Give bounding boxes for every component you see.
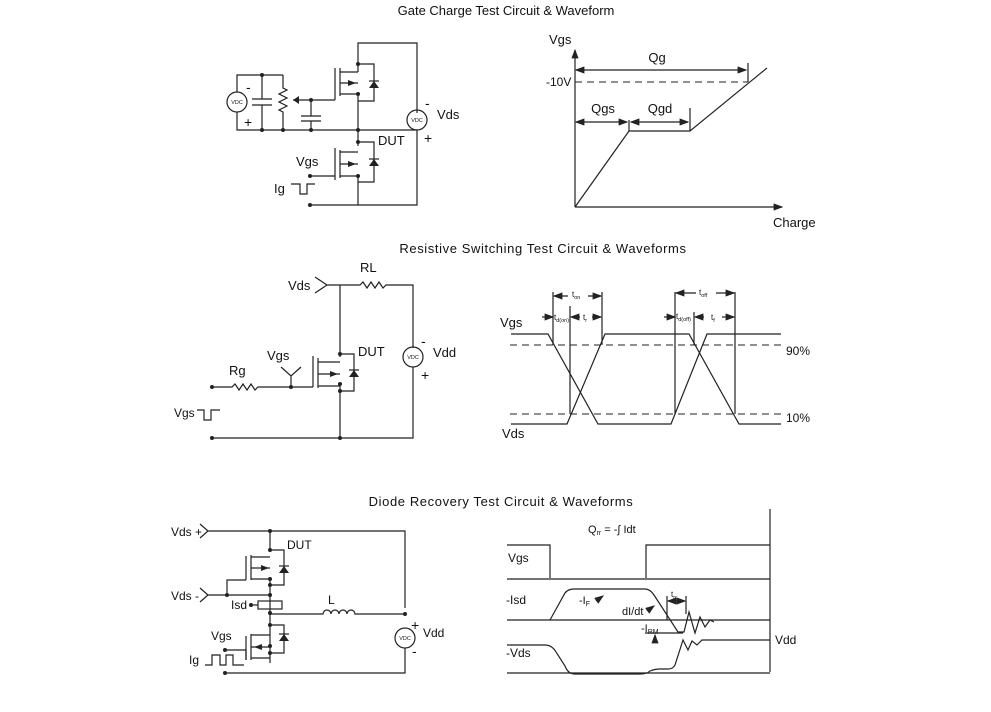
resistive-switching-title: Resistive Switching Test Circuit & Wavef…	[399, 241, 686, 256]
svg-text:Ig: Ig	[274, 181, 285, 196]
svg-text:Vds: Vds	[288, 278, 311, 293]
svg-text:Isd: Isd	[231, 598, 247, 612]
gate-charge-waveform: Vgs Charge -10V Qg Qgs Qgd	[546, 32, 816, 230]
inductor-icon	[270, 609, 405, 615]
svg-text:td(on): td(on)	[554, 313, 569, 324]
diode-recovery-circuit: Vds + DUT Vds - Isd L Vgs Ig	[171, 523, 444, 675]
svg-text:Vgs: Vgs	[500, 315, 523, 330]
pulse-icon	[291, 183, 315, 195]
svg-text:Qgs: Qgs	[591, 101, 615, 116]
pulse-icon	[205, 654, 244, 666]
svg-text:DUT: DUT	[378, 133, 405, 148]
svg-text:VDC: VDC	[399, 636, 411, 642]
resistive-switching-circuit: Vds RL VDC - Vdd + DUT Vgs Rg Vgs	[174, 260, 456, 440]
svg-text:Vgs: Vgs	[549, 32, 572, 47]
svg-text:dI/dt: dI/dt	[622, 606, 643, 618]
svg-text:-Isd: -Isd	[506, 593, 526, 607]
svg-text:10%: 10%	[786, 411, 810, 425]
potentiometer-icon	[277, 75, 289, 130]
svg-text:-IRM: -IRM	[641, 623, 659, 636]
svg-text:Vgs: Vgs	[267, 348, 290, 363]
svg-text:+: +	[411, 617, 419, 633]
diode-recovery-title: Diode Recovery Test Circuit & Waveforms	[369, 494, 634, 509]
svg-text:ton: ton	[572, 290, 580, 301]
svg-text:Vds: Vds	[502, 426, 525, 441]
svg-text:Charge: Charge	[773, 215, 816, 230]
svg-text:VDC: VDC	[231, 100, 243, 106]
svg-text:Qg: Qg	[648, 50, 665, 65]
svg-text:Qgd: Qgd	[648, 101, 673, 116]
svg-text:Rg: Rg	[229, 363, 246, 378]
svg-text:-: -	[421, 333, 426, 349]
svg-text:-Vds: -Vds	[506, 646, 531, 660]
svg-text:-: -	[412, 643, 417, 659]
svg-text:Ig: Ig	[189, 653, 199, 667]
svg-text:DUT: DUT	[287, 538, 312, 552]
svg-text:Qrr= -∫ Idt: Qrr= -∫ Idt	[588, 524, 636, 537]
svg-text:Vds -: Vds -	[171, 589, 199, 603]
svg-text:-: -	[246, 79, 251, 95]
svg-text:VDC: VDC	[407, 355, 419, 361]
svg-text:trr: trr	[671, 590, 677, 601]
svg-text:RL: RL	[360, 260, 377, 275]
svg-text:+: +	[421, 367, 429, 383]
svg-text:DUT: DUT	[358, 344, 385, 359]
resistive-switching-waveform: Vgs Vds 90% 10% ton toff td(on) tr td(of…	[500, 287, 810, 441]
svg-text:Vds +: Vds +	[171, 525, 202, 539]
svg-text:Vdd: Vdd	[423, 626, 444, 640]
svg-text:Vgs: Vgs	[174, 406, 195, 420]
gate-charge-title: Gate Charge Test Circuit & Waveform	[398, 3, 615, 18]
svg-text:toff: toff	[699, 288, 708, 299]
svg-text:tr: tr	[583, 313, 587, 324]
svg-text:VDC: VDC	[411, 118, 423, 124]
vdd-source-icon	[394, 627, 416, 649]
svg-text:Vdd: Vdd	[433, 345, 456, 360]
svg-text:-10V: -10V	[546, 75, 571, 89]
svg-text:Vgs: Vgs	[508, 551, 529, 565]
pulse-icon	[197, 409, 220, 421]
svg-text:Vdd: Vdd	[775, 633, 796, 647]
svg-text:-IF: -IF	[579, 595, 590, 608]
svg-text:-: -	[425, 95, 430, 111]
svg-text:+: +	[244, 114, 252, 130]
svg-text:Vgs: Vgs	[296, 154, 319, 169]
gate-charge-circuit: VDC - + VDC - Vds + DUT	[226, 42, 460, 207]
svg-text:tf: tf	[711, 313, 715, 324]
svg-text:Vgs: Vgs	[211, 629, 232, 643]
svg-text:Vds: Vds	[437, 107, 460, 122]
svg-text:td(off): td(off)	[676, 312, 691, 323]
svg-text:L: L	[328, 593, 335, 607]
diode-recovery-waveform: Qrr= -∫ Idt Vgs -Isd -IF dI/dt trr -IRM …	[506, 509, 796, 675]
svg-text:+: +	[424, 130, 432, 146]
svg-text:90%: 90%	[786, 344, 810, 358]
